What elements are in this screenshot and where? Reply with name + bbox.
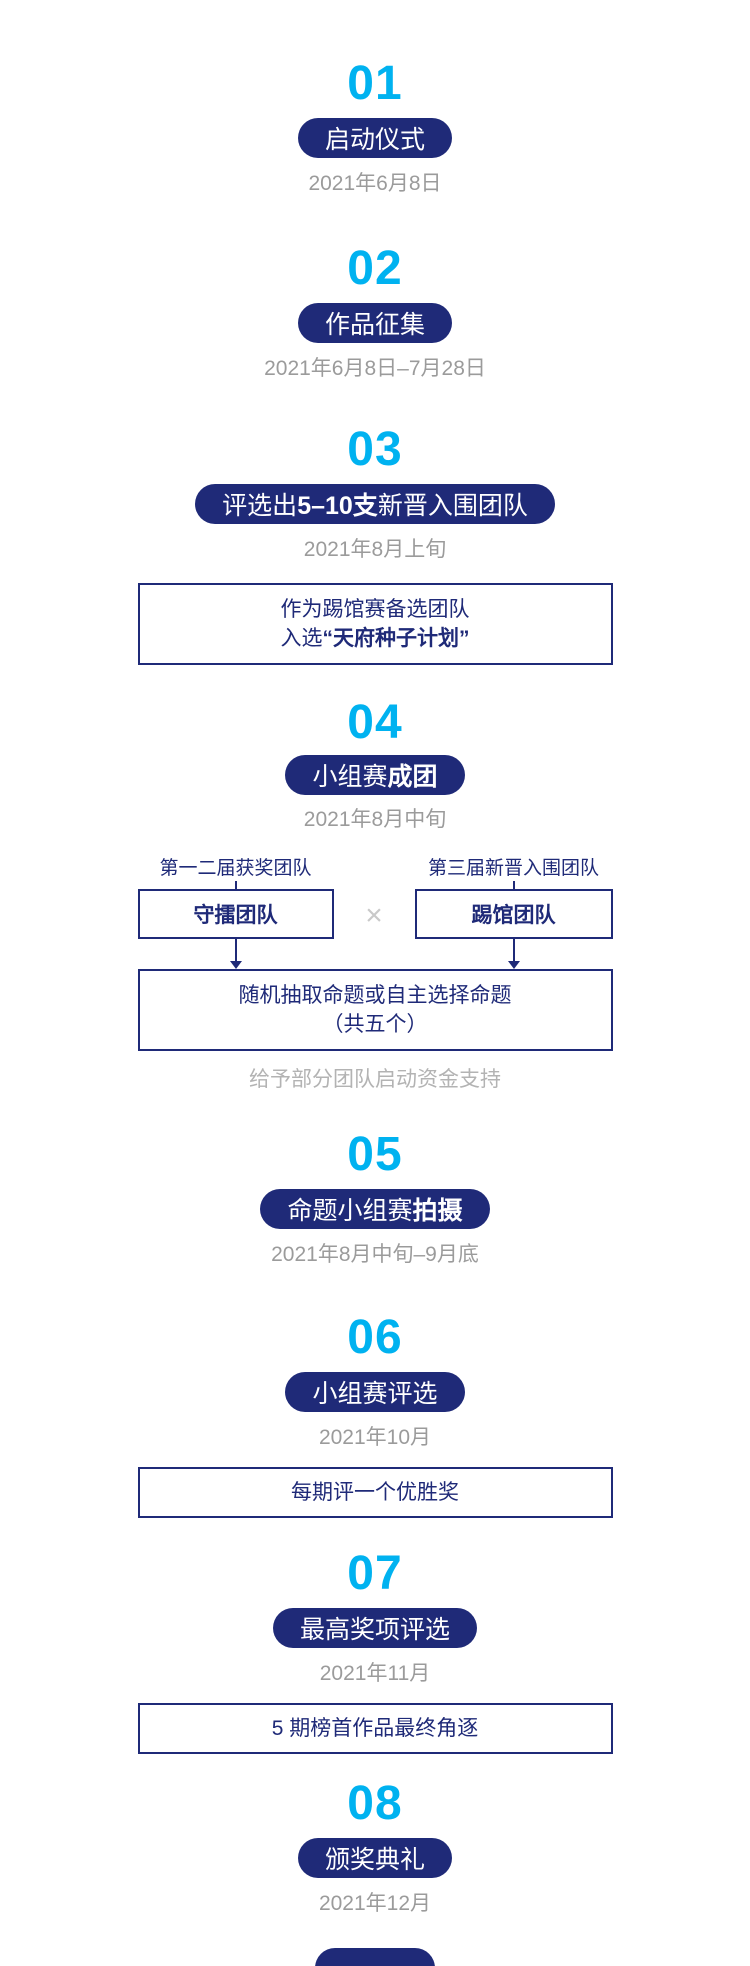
step-02-title-pill: 作品征集 [297, 303, 452, 343]
defender-column: 第一二届获奖团队 守擂团队 [137, 857, 334, 969]
challenger-connector-line [512, 881, 515, 889]
step-08-title-pill: 颁奖典礼 [297, 1838, 452, 1878]
step-03-title-pre: 评选出 [222, 492, 298, 520]
challenger-team-box: 踢馆团队 [414, 889, 613, 939]
challenger-label: 第三届新晋入围团队 [427, 858, 599, 879]
step-02-number: 02 [347, 242, 403, 295]
step-06-number: 06 [347, 1311, 403, 1364]
versus-symbol: × [365, 899, 383, 932]
step-01-title-pill: 启动仪式 [297, 118, 452, 158]
step-08-title: 颁奖典礼 [324, 1846, 425, 1874]
step-01: 01 启动仪式 2021年6月8日 [0, 58, 750, 197]
step-07-title: 最高奖项评选 [299, 1616, 450, 1644]
step-07-note: 5 期榜首作品最终角逐 [271, 1717, 479, 1740]
step-07-number: 07 [347, 1547, 403, 1600]
step-03-title-post: 新晋入围团队 [377, 492, 528, 520]
topic-selection-box: 随机抽取命题或自主选择命题 （共五个） [137, 969, 613, 1051]
step-06-title-pill: 小组赛评选 [285, 1372, 465, 1412]
step-04: 04 小组赛成团 2021年8月中旬 第一二届获奖团队 守擂团队 × 第三届新晋… [0, 697, 750, 1093]
step-04-number: 04 [347, 696, 403, 749]
step-03-note-line2-pre: 入选 [280, 627, 323, 650]
step-03-date: 2021年8月上旬 [303, 538, 447, 561]
step-08-number: 08 [347, 1777, 403, 1830]
defender-team-box: 守擂团队 [137, 889, 334, 939]
challenger-column: 第三届新晋入围团队 踢馆团队 [414, 857, 613, 969]
step-02-date: 2021年6月8日–7月28日 [264, 357, 486, 380]
step-06-note: 每期评一个优胜奖 [291, 1481, 459, 1504]
step-06-title: 小组赛评选 [312, 1380, 438, 1408]
defender-label: 第一二届获奖团队 [159, 858, 312, 879]
step-05: 05 命题小组赛拍摄 2021年8月中旬–9月底 [0, 1129, 750, 1268]
step-04-title-pill: 小组赛成团 [285, 755, 465, 795]
defender-connector-line [234, 881, 237, 889]
step-04-date: 2021年8月中旬 [303, 808, 447, 831]
step-05-title-em: 拍摄 [412, 1197, 463, 1225]
topic-selection-line2: （共五个） [322, 1013, 428, 1036]
step-06-date: 2021年10月 [318, 1426, 432, 1449]
step-06-note-box: 每期评一个优胜奖 [137, 1467, 613, 1518]
topic-selection-line1: 随机抽取命题或自主选择命题 [238, 984, 512, 1007]
next-step-pill-cutoff [315, 1948, 435, 1966]
step-07: 07 最高奖项评选 2021年11月 5 期榜首作品最终角逐 [0, 1548, 750, 1754]
step-06: 06 小组赛评选 2021年10月 每期评一个优胜奖 [0, 1312, 750, 1518]
step-07-title-pill: 最高奖项评选 [272, 1608, 477, 1648]
step-04-title-pre: 小组赛 [312, 763, 388, 791]
step-01-title: 启动仪式 [324, 126, 425, 154]
step-03-number: 03 [347, 423, 403, 476]
step-03-note-line2-em: “天府种子计划” [322, 627, 470, 650]
step-03-note-box: 作为踢馆赛备选团队 入选“天府种子计划” [137, 583, 613, 665]
step-05-date: 2021年8月中旬–9月底 [271, 1243, 479, 1266]
step-03-note-line1: 作为踢馆赛备选团队 [280, 598, 470, 621]
step-03-title-em: 5–10支 [297, 492, 378, 520]
step-03-note-line2: 入选“天府种子计划” [148, 624, 603, 653]
step-04-title-em: 成团 [387, 763, 438, 791]
step-07-note-box: 5 期榜首作品最终角逐 [137, 1703, 613, 1754]
step-07-date: 2021年11月 [319, 1662, 431, 1685]
step-08: 08 颁奖典礼 2021年12月 [0, 1778, 750, 1917]
step-04-team-diagram: 第一二届获奖团队 守擂团队 × 第三届新晋入围团队 踢馆团队 [137, 857, 613, 969]
defender-down-arrow [229, 939, 242, 969]
step-05-number: 05 [347, 1128, 403, 1181]
step-04-footnote: 给予部分团队启动资金支持 [249, 1068, 501, 1091]
challenger-down-arrow [507, 939, 520, 969]
step-05-title-pill: 命题小组赛拍摄 [260, 1189, 490, 1229]
step-01-date: 2021年6月8日 [308, 172, 442, 195]
step-02-title: 作品征集 [324, 311, 425, 339]
step-08-date: 2021年12月 [318, 1892, 432, 1915]
step-02: 02 作品征集 2021年6月8日–7月28日 [0, 243, 750, 382]
step-01-number: 01 [347, 57, 403, 110]
step-05-title-pre: 命题小组赛 [287, 1197, 413, 1225]
